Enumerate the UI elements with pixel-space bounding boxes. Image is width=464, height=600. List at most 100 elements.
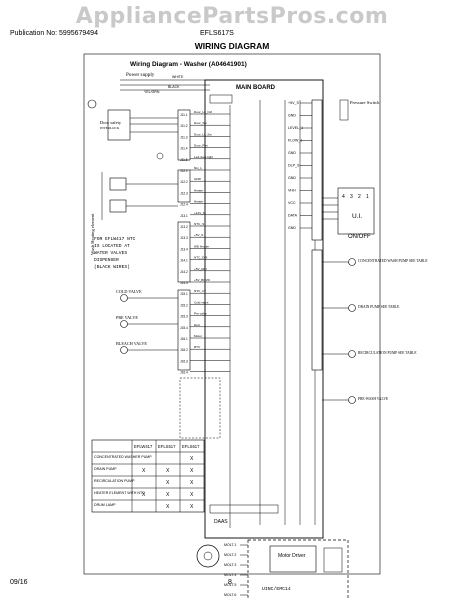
model-number: EFLS617S xyxy=(200,30,234,37)
wire-black-label: BLACK xyxy=(168,85,180,89)
left-signal-label: Heater xyxy=(194,200,203,204)
table-cell: X xyxy=(190,504,194,510)
pressure-switch-label: Pressure Switch xyxy=(350,100,380,105)
table-cell: X xyxy=(166,492,170,498)
left-signal-label: WD Heater xyxy=(194,244,209,248)
left-pin-label: J12.3 xyxy=(180,191,188,195)
door-safety-sub: INTERLOCK xyxy=(100,126,120,130)
left-pin-label: J15.1 xyxy=(180,292,188,296)
motor-pin-label: MOLT.2 xyxy=(224,553,236,557)
footer-page: 8 xyxy=(228,579,232,586)
right-load-label: PRE-WASH VALVE xyxy=(358,397,389,401)
main-board-label: MAIN BOARD xyxy=(236,85,276,91)
left-signal-label: RTC xyxy=(194,345,201,349)
valve-icon xyxy=(120,346,128,354)
table-header: EFLS617 xyxy=(182,444,200,449)
right-signal-label: LEVEL_1 xyxy=(288,126,303,130)
ui-pin-label: 1 xyxy=(366,194,369,200)
right-load-label: DRAIN PUMP SEE TABLE xyxy=(358,305,400,309)
table-cell: X xyxy=(166,480,170,486)
uinc-label: UINC/EMC14 xyxy=(262,586,291,592)
publication-number: Publication No: 5995679494 xyxy=(10,30,98,37)
left-signal-label: NTC_S xyxy=(194,222,204,226)
left-signal-label: GND xyxy=(194,177,202,181)
right-signal-label: GND xyxy=(288,176,296,180)
rtc-note-line2: IS LOCATED AT xyxy=(94,243,130,249)
rtc-note-line5: (BLACK WIRES) xyxy=(94,264,130,270)
ui-pin-label: 3 xyxy=(350,194,353,200)
left-pin-label: J15.2 xyxy=(180,303,188,307)
diagram-title: Wiring Diagram - Washer (A04641901) xyxy=(130,61,247,68)
left-pin-label: J14.3 xyxy=(180,281,188,285)
left-pin-label: J13.1 xyxy=(180,214,188,218)
table-cell: X xyxy=(166,504,170,510)
load-icon xyxy=(348,304,356,312)
left-signal-label: Ntc_L xyxy=(194,166,202,170)
footer-date: 09/16 xyxy=(10,579,28,586)
load-icon xyxy=(348,396,356,404)
motor-pin-label: MOLT.3 xyxy=(224,563,236,567)
rtc-note: FOR EFLW417 NTC IS LOCATED AT WATER VALV… xyxy=(94,236,136,270)
left-pin-label: J15.4 xyxy=(180,326,188,330)
site-watermark: AppliancePartsPros.com xyxy=(75,4,389,29)
table-row-label: DRAIN PUMP xyxy=(94,467,117,471)
left-pin-label: J13.3 xyxy=(180,236,188,240)
left-pin-label: J13.2 xyxy=(180,225,188,229)
left-signal-label: +5V_BCVD xyxy=(194,278,211,282)
table-row-label: CONCENTRATED WASHER PUMP xyxy=(94,455,152,459)
table-cell: X xyxy=(142,468,146,474)
left-signal-label: Door_Lk_Sw xyxy=(194,132,212,136)
rtc-note-line3: WATER VALVES xyxy=(94,250,127,256)
right-signal-label: VHH xyxy=(288,189,296,193)
left-signal-label: Door_Sw xyxy=(194,121,207,125)
left-pin-label: J12.4 xyxy=(180,203,188,207)
left-pin-label: J16.1 xyxy=(180,337,188,341)
table-header: EFLS517 xyxy=(158,444,176,449)
right-signal-label: GND xyxy=(288,226,296,230)
left-pin-label: J11.5 xyxy=(180,158,188,162)
rtc-note-line1: FOR EFLW417 NTC xyxy=(94,236,136,242)
valve-label: COLD VALVE xyxy=(116,289,142,294)
left-signal-label: Dett xyxy=(194,323,200,327)
left-pin-label: J12.1 xyxy=(180,169,188,173)
left-signal-label: NTC_CT xyxy=(194,289,206,293)
ui-pin-label: 2 xyxy=(358,194,361,200)
power-supply-label: Power supply xyxy=(126,72,155,78)
left-pin-label: J14.1 xyxy=(180,259,188,263)
left-pin-label: J11.2 xyxy=(180,124,188,128)
right-load-label: RECIRCULATION PUMP SEE TABLE xyxy=(358,351,417,355)
ui-pin-label: 4 xyxy=(342,194,345,200)
left-signal-label: Cold valve xyxy=(194,300,209,304)
page-title: WIRING DIAGRAM xyxy=(194,41,270,51)
right-signal-label: FLOW_1 xyxy=(288,139,302,143)
valve-label: BLEACH VALVE xyxy=(116,341,147,346)
ui-label: U.I. xyxy=(352,213,362,220)
left-signal-label: Pre valve xyxy=(194,312,207,316)
right-signal-label: DLP_S xyxy=(288,164,300,168)
door-safety-label: Door safety xyxy=(100,120,122,125)
right-signal-label: DATA xyxy=(288,214,298,218)
table-cell: X xyxy=(166,468,170,474)
right-signal-label: +5V_S xyxy=(288,101,299,105)
wire-yelgrn-label: YEL/GRN xyxy=(144,90,160,94)
left-pin-label: J11.4 xyxy=(180,147,188,151)
left-pin-label: J14.2 xyxy=(180,270,188,274)
left-signal-label: +5V_S xyxy=(194,233,203,237)
left-signal-label: Door_Pos xyxy=(194,144,208,148)
right-signal-label: VCC xyxy=(288,201,296,205)
left-pin-label: J16.2 xyxy=(180,348,188,352)
on-off-label: ON/OFF xyxy=(348,234,371,240)
table-header: EFLW417 xyxy=(134,444,153,449)
motor-pin-label: MOLT.5 xyxy=(224,583,236,587)
right-signal-label: GND xyxy=(288,151,296,155)
table-cell: X xyxy=(190,468,194,474)
left-pin-label: J11.3 xyxy=(180,135,188,139)
left-signal-label: Heater xyxy=(194,188,203,192)
load-icon xyxy=(348,350,356,358)
daas-label: DAAS xyxy=(214,519,228,525)
table-cell: X xyxy=(190,492,194,498)
left-signal-label: NTC_DRI xyxy=(194,256,208,260)
left-signal-label: Led-door-light xyxy=(194,155,213,159)
wash-heating-label: Wash Heating element xyxy=(90,213,95,255)
left-signal-label: Motor xyxy=(194,334,202,338)
